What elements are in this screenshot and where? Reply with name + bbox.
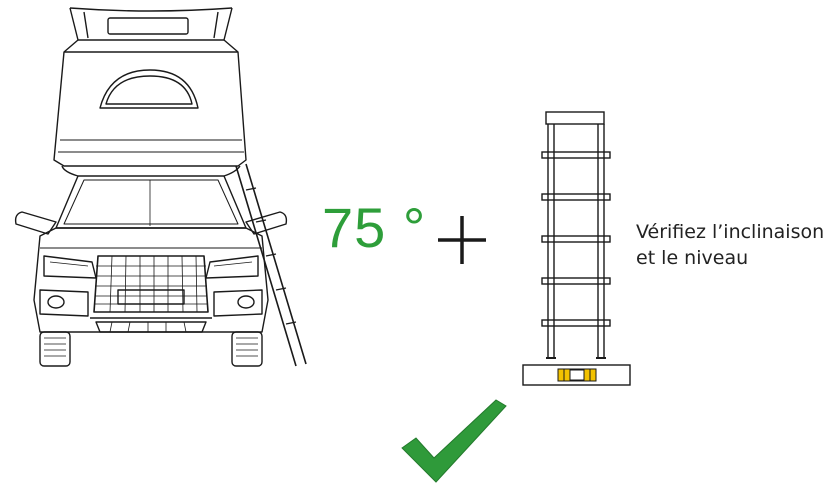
checkmark-icon	[401, 399, 507, 483]
plus-icon	[438, 216, 486, 264]
angle-label: 75 °	[322, 196, 427, 259]
instruction-line-1: Vérifiez l’inclinaison	[636, 221, 825, 243]
instruction-text: Vérifiez l’inclinaison et le niveau	[636, 219, 824, 271]
spirit-level-icon	[522, 364, 631, 386]
instruction-line-2: et le niveau	[636, 247, 749, 269]
ladder-icon	[541, 111, 611, 359]
